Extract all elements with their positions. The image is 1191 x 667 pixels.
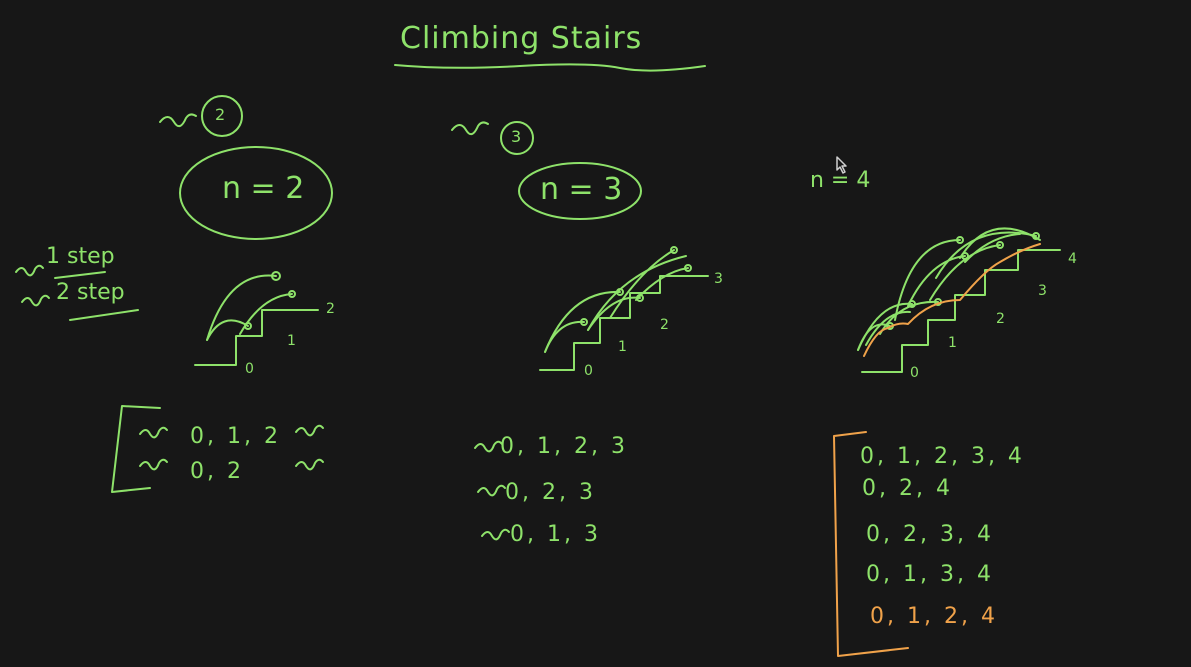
step-dot bbox=[616, 288, 624, 296]
n3-oval bbox=[518, 162, 642, 220]
jump-arc bbox=[894, 239, 961, 321]
path-n4-highlighted: 0, 1, 2, 4 bbox=[870, 604, 998, 629]
tick-mark bbox=[451, 121, 489, 136]
jump-arc bbox=[959, 227, 1041, 259]
path-n2: 0, 2 bbox=[190, 459, 244, 484]
step-dot bbox=[244, 322, 252, 330]
stair-label: 1 bbox=[948, 335, 957, 351]
path-n3: 0, 1, 3 bbox=[510, 522, 601, 547]
jump-arc bbox=[587, 255, 687, 331]
jump-arc bbox=[865, 310, 911, 346]
step-dot bbox=[956, 236, 964, 244]
stair-label: 1 bbox=[287, 333, 296, 349]
path-n2: 0, 1, 2 bbox=[190, 424, 281, 449]
ways-count-n3: 3 bbox=[511, 127, 522, 146]
bracket-n2 bbox=[111, 405, 161, 493]
jump-arc bbox=[206, 274, 277, 341]
stair-label: 3 bbox=[714, 271, 723, 287]
tick-mark bbox=[477, 484, 506, 497]
step-dot bbox=[636, 294, 644, 302]
jump-arc bbox=[609, 249, 675, 319]
stair-label: 0 bbox=[584, 363, 593, 379]
stair-label: 0 bbox=[910, 365, 919, 381]
step-option-2: 2 step bbox=[56, 280, 125, 305]
path-n4: 0, 1, 2, 3, 4 bbox=[860, 444, 1025, 469]
stair-label: 1 bbox=[618, 339, 627, 355]
title-underline bbox=[394, 63, 706, 72]
tick-mark bbox=[159, 113, 197, 128]
n4-label: n = 4 bbox=[810, 168, 871, 193]
jump-arc bbox=[907, 255, 966, 307]
page-title: Climbing Stairs bbox=[400, 21, 643, 56]
tick-mark bbox=[481, 528, 510, 541]
step-option-1: 1 step bbox=[46, 244, 115, 269]
stairs-n3 bbox=[539, 275, 709, 371]
step-dot bbox=[670, 246, 678, 254]
step-dot bbox=[271, 271, 281, 281]
step-dot bbox=[996, 241, 1004, 249]
jump-arc bbox=[587, 296, 641, 331]
path-n3: 0, 1, 2, 3 bbox=[500, 434, 628, 459]
tick-mark bbox=[139, 458, 168, 471]
stairs-n2 bbox=[194, 309, 319, 366]
path-n4: 0, 2, 3, 4 bbox=[866, 522, 994, 547]
step-dot bbox=[684, 264, 692, 272]
ways-circle-n3 bbox=[500, 121, 534, 155]
step-dot bbox=[908, 300, 916, 308]
tick-mark bbox=[21, 294, 50, 307]
stair-label: 2 bbox=[996, 311, 1005, 327]
step-dot bbox=[288, 290, 296, 298]
path-n4: 0, 2, 4 bbox=[862, 476, 953, 501]
n3-label: n = 3 bbox=[540, 172, 623, 207]
path-n3: 0, 2, 3 bbox=[505, 480, 596, 505]
stair-label: 3 bbox=[1038, 283, 1047, 299]
jump-arc bbox=[929, 244, 1001, 301]
n2-oval bbox=[179, 146, 333, 240]
ways-count-n2: 2 bbox=[215, 105, 226, 124]
tick-mark bbox=[295, 458, 324, 471]
mouse-cursor bbox=[836, 156, 847, 174]
step-dot bbox=[961, 252, 969, 260]
stair-label: 0 bbox=[245, 361, 254, 377]
jump-arc bbox=[239, 293, 293, 335]
n2-label: n = 2 bbox=[222, 171, 305, 206]
highlight-path bbox=[863, 243, 1041, 357]
step-dot bbox=[580, 318, 588, 326]
tick-mark bbox=[295, 424, 324, 437]
jump-arc bbox=[879, 300, 939, 335]
stair-label: 2 bbox=[326, 301, 335, 317]
jump-arc bbox=[857, 302, 913, 351]
step-dot bbox=[1032, 232, 1040, 240]
stair-label: 2 bbox=[660, 317, 669, 333]
step-underline bbox=[69, 309, 139, 321]
ways-circle-n2 bbox=[201, 95, 243, 137]
step-underline bbox=[54, 271, 106, 279]
tick-mark bbox=[139, 426, 168, 439]
tick-mark bbox=[15, 264, 44, 277]
stair-label: 4 bbox=[1068, 251, 1077, 267]
stairs-n4 bbox=[861, 249, 1061, 373]
jump-arc bbox=[544, 290, 621, 353]
bracket-n4 bbox=[833, 431, 909, 657]
jump-arc bbox=[964, 233, 1021, 263]
tick-mark bbox=[474, 440, 503, 453]
jump-arc bbox=[206, 319, 249, 341]
path-n4: 0, 1, 3, 4 bbox=[866, 562, 994, 587]
